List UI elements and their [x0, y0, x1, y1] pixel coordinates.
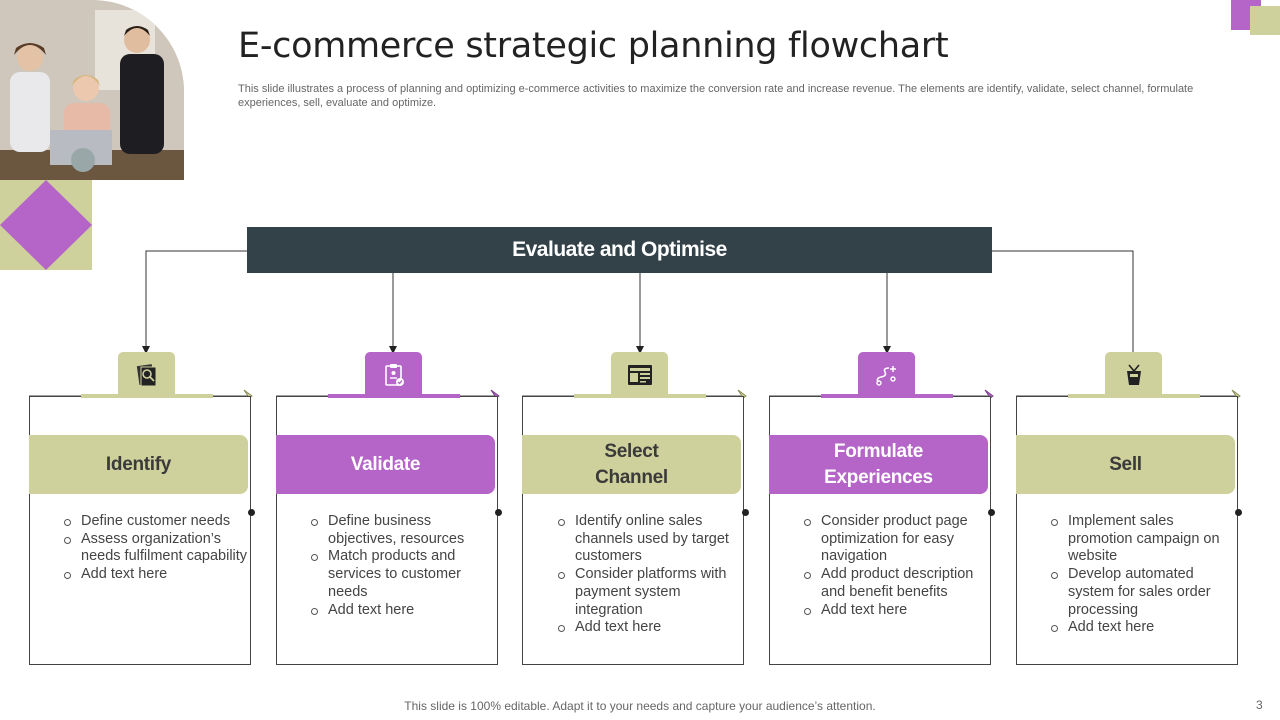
step-label-sell: Sell	[1016, 435, 1235, 494]
connector-sell	[992, 250, 1134, 352]
list-item: Add text here	[63, 566, 248, 584]
page-number: 3	[1256, 698, 1263, 712]
connector-dot	[495, 509, 502, 516]
evaluate-optimise-bar: Evaluate and Optimise	[247, 227, 992, 273]
shopping-bag-icon	[1126, 364, 1141, 385]
step-tab	[118, 352, 175, 398]
connector-dot	[1235, 509, 1242, 516]
step-tab	[1105, 352, 1162, 398]
page-title: E-commerce strategic planning flowchart	[238, 26, 949, 66]
list-item: Define business objectives, resources	[310, 513, 495, 548]
step-tab	[365, 352, 422, 398]
list-item: Add product description and benefit bene…	[803, 566, 988, 601]
page-subtitle: This slide illustrates a process of plan…	[238, 83, 1194, 109]
storefront-icon	[627, 365, 652, 385]
step-bullets-identify: Define customer needs Assess organizatio…	[63, 513, 248, 584]
document-search-icon	[136, 364, 156, 387]
list-item: Implement sales promotion campaign on we…	[1050, 513, 1235, 566]
list-item: Add text here	[803, 602, 988, 620]
connector-dot	[742, 509, 749, 516]
step-bullets-select-channel: Identify online sales channels used by t…	[557, 513, 742, 637]
step-bullets-sell: Implement sales promotion campaign on we…	[1050, 513, 1235, 637]
step-bullets-formulate-experiences: Consider product page optimization for e…	[803, 513, 988, 619]
footer-note: This slide is 100% editable. Adapt it to…	[404, 699, 876, 713]
step-label-identify: Identify	[29, 435, 248, 494]
list-item: Develop automated system for sales order…	[1050, 566, 1235, 619]
decorative-diamond	[0, 180, 92, 270]
corner-accent-green	[1250, 6, 1280, 35]
list-item: Add text here	[557, 619, 742, 637]
list-item: Define customer needs	[63, 513, 248, 531]
list-item: Match products and services to customer …	[310, 548, 495, 601]
journey-path-icon	[875, 366, 896, 386]
list-item: Assess organization’s needs fulfilment c…	[63, 531, 248, 566]
step-label-validate: Validate	[276, 435, 495, 494]
team-photo-illustration	[0, 0, 184, 180]
clipboard-check-icon	[384, 364, 404, 386]
step-tab	[858, 352, 915, 398]
connector-identify	[142, 250, 247, 354]
step-tab	[611, 352, 668, 398]
list-item: Add text here	[310, 602, 495, 620]
list-item: Add text here	[1050, 619, 1235, 637]
step-bullets-validate: Define business objectives, resources Ma…	[310, 513, 495, 619]
team-photo	[0, 0, 184, 180]
connector-dot	[988, 509, 995, 516]
connector-dot	[248, 509, 255, 516]
list-item: Consider product page optimization for e…	[803, 513, 988, 566]
list-item: Identify online sales channels used by t…	[557, 513, 742, 566]
list-item: Consider platforms with payment system i…	[557, 566, 742, 619]
